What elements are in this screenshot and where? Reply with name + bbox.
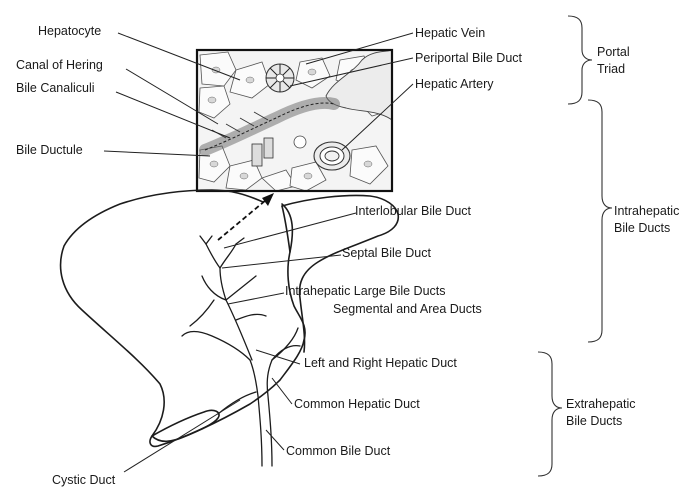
group-portal-triad-line2: Triad [597,62,625,76]
liver-leader-lines [124,213,356,472]
brace-intrahepatic [588,100,612,342]
label-hepatic-artery: Hepatic Artery [415,77,494,91]
group-intrahepatic-line1: Intrahepatic [614,204,679,218]
label-bile-ductule: Bile Ductule [16,143,83,157]
label-cystic-duct: Cystic Duct [52,473,116,487]
label-interlobular-bile-duct: Interlobular Bile Duct [355,204,472,218]
bile-duct-tree [152,236,300,466]
label-intrahepatic-large-bile-ducts: Intrahepatic Large Bile Ducts [285,284,446,298]
hepatic-artery-shape [314,142,350,170]
label-common-bile-duct: Common Bile Duct [286,444,391,458]
magnify-arrow [218,193,274,240]
group-extrahepatic-line1: Extrahepatic [566,397,635,411]
label-bile-canaliculi: Bile Canaliculi [16,81,95,95]
brace-portal-triad [568,16,592,104]
periportal-bile-duct-shape [266,64,294,92]
label-hepatic-vein: Hepatic Vein [415,26,485,40]
group-intrahepatic-line2: Bile Ducts [614,221,670,235]
label-segmental-and-area-ducts: Segmental and Area Ducts [333,302,482,316]
portal-vessel-shape [294,136,306,148]
inset-tissue [197,50,392,191]
brace-extrahepatic [538,352,562,476]
label-canal-of-hering: Canal of Hering [16,58,103,72]
label-left-and-right-hepatic-duct: Left and Right Hepatic Duct [304,356,457,370]
label-periportal-bile-duct: Periportal Bile Duct [415,51,523,65]
label-hepatocyte: Hepatocyte [38,24,101,38]
group-extrahepatic-line2: Bile Ducts [566,414,622,428]
group-portal-triad-line1: Portal [597,45,630,59]
label-septal-bile-duct: Septal Bile Duct [342,246,431,260]
microscopic-inset [197,50,392,191]
label-common-hepatic-duct: Common Hepatic Duct [294,397,420,411]
group-labels: Portal Triad Intrahepatic Bile Ducts Ext… [566,45,679,428]
